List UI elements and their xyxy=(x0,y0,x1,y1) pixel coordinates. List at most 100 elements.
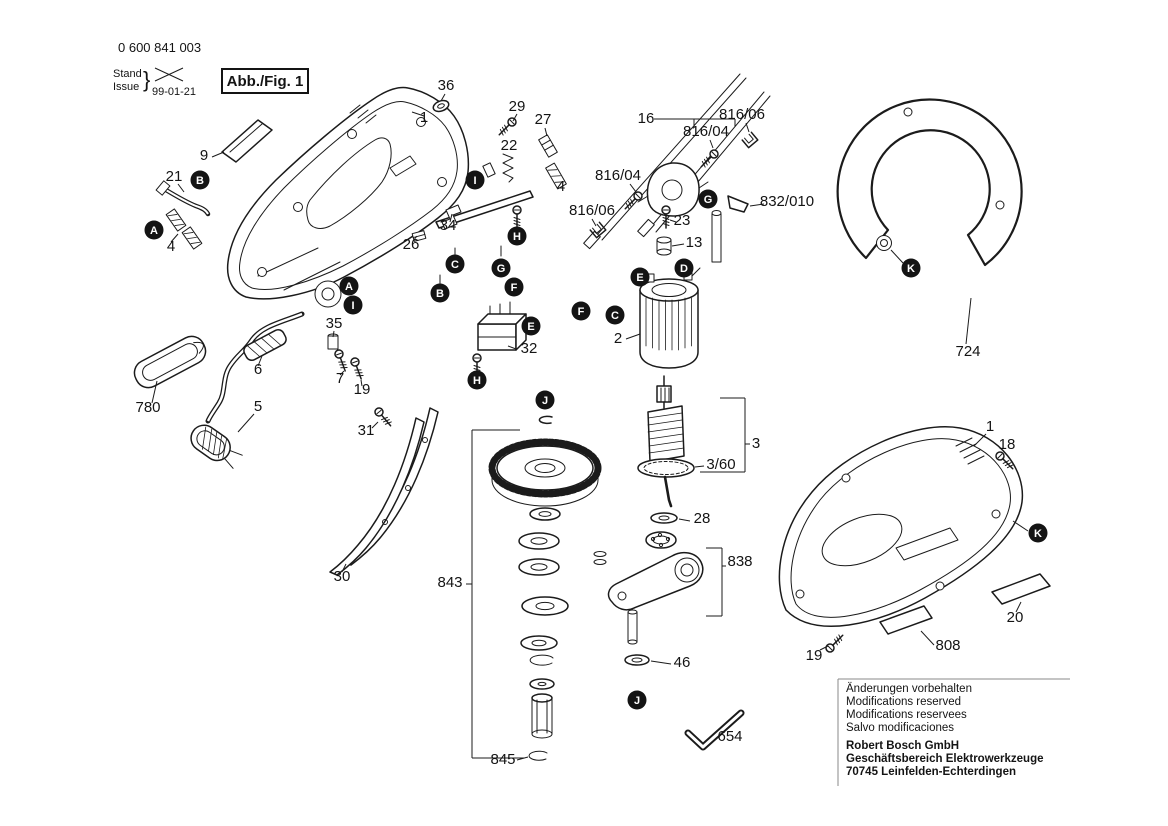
washer-part-28 xyxy=(650,512,678,524)
part-label-816-04-a: 816/04 xyxy=(683,123,729,140)
part-label-816-06-a: 816/06 xyxy=(719,106,765,123)
svg-text:B: B xyxy=(196,175,204,187)
svg-text:F: F xyxy=(578,306,585,318)
part-label-838: 838 xyxy=(727,553,752,570)
part-label-843: 843 xyxy=(437,574,462,591)
part-label-816-04-b: 816/04 xyxy=(595,167,641,184)
connector-letters: A B I H C G B F E A I H F C E D G J J K … xyxy=(144,170,1048,710)
footer-frame-lines xyxy=(837,678,1070,786)
connector-letter-c1: C xyxy=(445,254,465,274)
struck-old-date-mark xyxy=(154,67,184,82)
part-label-18: 18 xyxy=(999,436,1016,453)
cord-sleeve-6-drawing xyxy=(243,328,287,362)
grommet-part-36 xyxy=(432,99,450,113)
part-label-832-010: 832/010 xyxy=(760,193,814,210)
cover-plate-808 xyxy=(879,605,933,635)
part-label-29: 29 xyxy=(509,98,526,115)
stand-label: Stand xyxy=(113,68,142,80)
part-label-808: 808 xyxy=(935,637,960,654)
part-label-3: 3 xyxy=(752,435,760,452)
part-label-6: 6 xyxy=(254,361,262,378)
part-label-780: 780 xyxy=(135,399,160,416)
connector-letter-c2: C xyxy=(605,305,625,325)
footer-note-fr: Modifications reservees xyxy=(846,709,967,721)
plate-part-9 xyxy=(221,119,273,163)
clip-part-816-06-a xyxy=(741,131,759,149)
screw-part-31 xyxy=(372,405,395,430)
part-label-16: 16 xyxy=(638,110,655,127)
part-label-13: 13 xyxy=(686,234,703,251)
connector-part-27 xyxy=(538,134,558,158)
part-label-19-right: 19 xyxy=(806,647,823,664)
part-label-35: 35 xyxy=(326,315,343,332)
clip-part-26 xyxy=(411,230,427,242)
part-label-1: 1 xyxy=(420,109,428,126)
lever-part-832-010 xyxy=(711,195,749,263)
part-label-46: 46 xyxy=(674,654,691,671)
title-block: 0 600 841 003 Stand Issue } 99-01-21 Abb… xyxy=(113,40,309,98)
part-label-28: 28 xyxy=(694,510,711,527)
ball-bearing-drawing xyxy=(645,531,677,549)
cord-grip-780-drawing xyxy=(133,335,207,389)
figure-label-box xyxy=(221,68,309,94)
connector-letter-b1: B xyxy=(190,170,210,190)
footer-note-de: Änderungen vorbehalten xyxy=(846,683,972,695)
switch-part-32 xyxy=(439,245,527,351)
part-label-21: 21 xyxy=(166,168,183,185)
brace-glyph: } xyxy=(143,67,150,92)
svg-text:J: J xyxy=(634,695,640,707)
part-label-19-left: 19 xyxy=(354,381,371,398)
part-label-4-right: 4 xyxy=(557,178,565,195)
part-label-654: 654 xyxy=(717,728,742,745)
part-label-20: 20 xyxy=(1007,609,1024,626)
connector-letter-e1: E xyxy=(521,316,541,336)
part-label-7: 7 xyxy=(336,370,344,387)
stator-drawing xyxy=(637,267,701,369)
part-label-32: 32 xyxy=(521,340,538,357)
svg-text:I: I xyxy=(473,175,476,187)
bushing-part-13 xyxy=(656,236,672,256)
connector-letter-f2: F xyxy=(571,301,591,321)
connector-letter-h1: H xyxy=(507,226,527,246)
part-label-816-06-b: 816/06 xyxy=(569,202,615,219)
svg-text:E: E xyxy=(636,272,643,284)
issue-label: Issue xyxy=(113,81,139,93)
part-label-36: 36 xyxy=(438,77,455,94)
svg-text:K: K xyxy=(1034,528,1042,540)
part-label-1-right: 1 xyxy=(986,418,994,435)
screw-part-816-04-a xyxy=(697,147,721,171)
part-label-27: 27 xyxy=(535,111,552,128)
washer-part-46 xyxy=(624,654,650,666)
connector-letter-j1: J xyxy=(535,390,555,410)
svg-text:G: G xyxy=(704,194,713,206)
cable-harness-drawing xyxy=(583,73,771,250)
motor-end-frame-drawing xyxy=(637,162,709,217)
allen-key-drawing xyxy=(684,709,745,751)
screw-part-19-left xyxy=(349,356,366,382)
connector-letter-i2: I xyxy=(343,295,363,315)
svg-text:A: A xyxy=(345,281,353,293)
connector-letter-d1: D xyxy=(674,258,694,278)
part-label-34: 34 xyxy=(440,217,457,234)
part-label-845: 845 xyxy=(490,751,515,768)
svg-text:B: B xyxy=(436,288,444,300)
issue-date: 99-01-21 xyxy=(152,86,196,98)
connector-letter-a1: A xyxy=(144,220,164,240)
order-number: 0 600 841 003 xyxy=(118,40,201,55)
part-labels: 36 1 29 27 22 9 21 4 4 16 816/04 816/06 … xyxy=(135,77,1023,768)
gear-stack-drawing xyxy=(488,415,602,761)
leader-lines xyxy=(151,93,1029,761)
part-label-4-left: 4 xyxy=(167,238,175,255)
spring-part-22 xyxy=(502,153,514,183)
part-label-26: 26 xyxy=(403,236,420,253)
svg-text:E: E xyxy=(527,321,534,333)
terminal-part-4-right xyxy=(545,162,567,190)
screw-part-7 xyxy=(333,348,350,374)
connector-letter-k2: K xyxy=(1028,523,1048,543)
terminal-part-i xyxy=(482,162,496,178)
part-label-3-60: 3/60 xyxy=(706,456,735,473)
svg-text:F: F xyxy=(511,282,518,294)
screw-part-h-top xyxy=(512,205,522,229)
wire-part-21 xyxy=(155,180,211,217)
